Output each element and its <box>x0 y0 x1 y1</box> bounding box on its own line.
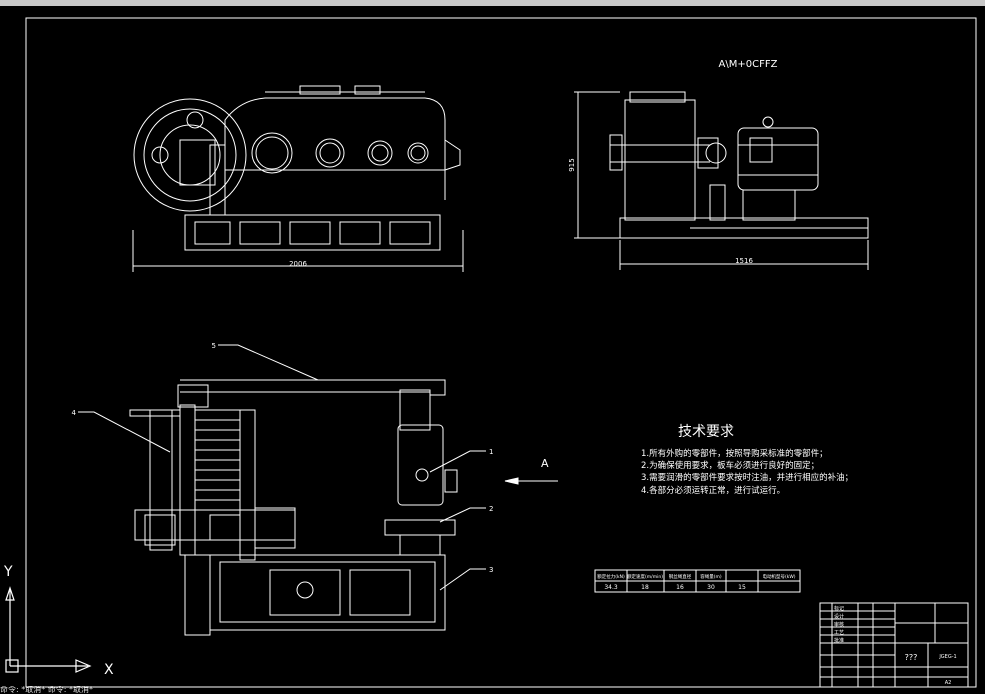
drawing-border <box>25 17 977 688</box>
callout-2: 2 <box>489 505 493 513</box>
rope-drum <box>194 409 241 501</box>
spec-table <box>594 569 801 593</box>
spec-header-4: 容绳量(m) <box>700 573 722 580</box>
side-view <box>574 91 869 270</box>
spec-header-1: 额定拉力(kN) <box>597 573 625 580</box>
drum-bolt <box>186 111 204 129</box>
ucs-y-label: Y <box>3 564 13 580</box>
side-dim-width: 1516 <box>735 257 753 265</box>
callout-3: 3 <box>489 566 493 574</box>
drum-support <box>209 144 226 216</box>
spec-value-3: 16 <box>676 584 684 591</box>
spec-value-1: 34.3 <box>604 584 618 591</box>
side-gearbox <box>624 99 696 221</box>
tech-req-item-2: 2.为确保使用要求，板车必须进行良好的固定； <box>641 460 819 471</box>
window-top-bar <box>0 0 985 6</box>
side-view-title: A\M+0CFFZ <box>719 59 778 70</box>
top-frame-beam <box>180 379 446 430</box>
title-block <box>819 602 969 688</box>
spec-value-5: 15 <box>738 584 746 591</box>
tech-req-item-1: 1.所有外购的零部件，按照导购采标准的零部件； <box>641 448 828 459</box>
drawing-scale: A2 <box>945 680 952 686</box>
plan-motor <box>397 424 444 506</box>
tech-req-item-3: 3.需要润滑的零部件要求按时注油，并进行相应的补油； <box>641 472 853 483</box>
tech-req-item-4: 4.各部分必须运转正常，进行试运行。 <box>641 485 785 496</box>
title-row-5: 批准 <box>834 637 844 644</box>
shaft-bore-3 <box>367 140 393 166</box>
spec-header-3: 钢丝绳直径 <box>669 573 692 580</box>
front-base <box>184 214 441 251</box>
plan-view <box>78 344 558 636</box>
ucs-x-label: X <box>104 662 114 678</box>
callout-5: 5 <box>212 342 216 350</box>
front-dim-width: 2006 <box>289 260 307 268</box>
title-row-1: 标记 <box>834 605 844 612</box>
view-arrow-label: A <box>541 457 549 470</box>
drum-bolt <box>151 146 169 164</box>
title-row-2: 设计 <box>834 613 844 620</box>
spec-header-2: 额定速度(m/min) <box>627 573 663 580</box>
spec-header-5: 电动机型号(kW) <box>762 573 795 580</box>
drum-inner <box>143 108 237 202</box>
tech-req-title: 技术要求 <box>678 424 734 440</box>
spec-value-2: 18 <box>641 584 649 591</box>
coupling <box>384 519 456 536</box>
title-row-4: 工艺 <box>834 630 844 636</box>
command-line[interactable]: 命令: *取消* 命令: *取消* <box>0 686 94 694</box>
side-coupling <box>705 142 727 164</box>
shaft-bore-1 <box>251 132 293 174</box>
drum-bracket <box>179 139 216 186</box>
side-dim-height: 915 <box>568 158 576 171</box>
spec-value-4: 30 <box>707 584 715 591</box>
shaft-bore-4 <box>407 142 429 164</box>
shaft-bore-2 <box>315 138 345 168</box>
drum-outer <box>133 98 247 212</box>
drawing-name: ??? <box>905 653 918 662</box>
callout-4: 4 <box>72 409 77 417</box>
ucs-icon <box>5 586 92 673</box>
drum-hub <box>159 124 221 186</box>
drawing-code: JGEG-1 <box>938 654 956 660</box>
callout-1: 1 <box>489 448 493 456</box>
front-view <box>132 85 464 272</box>
gearbox-housing <box>224 97 446 210</box>
title-row-3: 审核 <box>834 621 844 628</box>
